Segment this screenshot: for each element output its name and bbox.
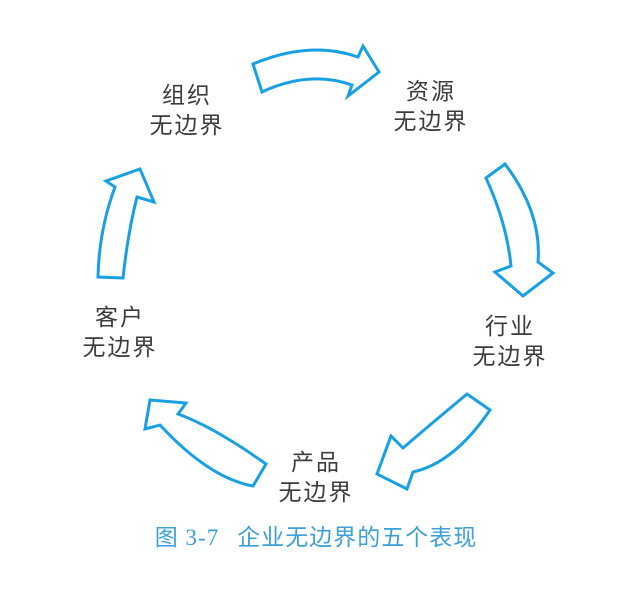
arrow-resources-to-industry-icon: [484, 161, 556, 298]
figure-caption-label: 图 3-7: [154, 525, 220, 550]
figure-caption: 图 3-7 企业无边界的五个表现: [155, 524, 477, 552]
node-industry: 行业 无边界: [473, 312, 548, 372]
node-industry-line2: 无边界: [472, 344, 548, 369]
arrow-organization-to-resources-icon: [251, 42, 381, 101]
node-customer-line1: 客户: [95, 305, 145, 330]
node-industry-line1: 行业: [485, 314, 535, 339]
node-customer-line2: 无边界: [82, 335, 158, 360]
node-organization: 组织 无边界: [150, 81, 225, 141]
node-product-line1: 产品: [291, 450, 341, 475]
node-customer: 客户 无边界: [83, 303, 158, 363]
arrow-industry-to-product-icon: [375, 392, 493, 492]
arrow-product-to-customer-icon: [143, 398, 268, 488]
node-resources-line1: 资源: [406, 79, 456, 104]
node-product: 产品 无边界: [279, 448, 354, 508]
node-product-line2: 无边界: [278, 480, 354, 505]
node-resources: 资源 无边界: [394, 77, 469, 137]
node-organization-line2: 无边界: [149, 113, 225, 138]
node-organization-line1: 组织: [162, 83, 212, 108]
figure-caption-title: 企业无边界的五个表现: [237, 525, 478, 550]
arrow-customer-to-organization-icon: [96, 167, 157, 280]
node-resources-line2: 无边界: [393, 109, 469, 134]
